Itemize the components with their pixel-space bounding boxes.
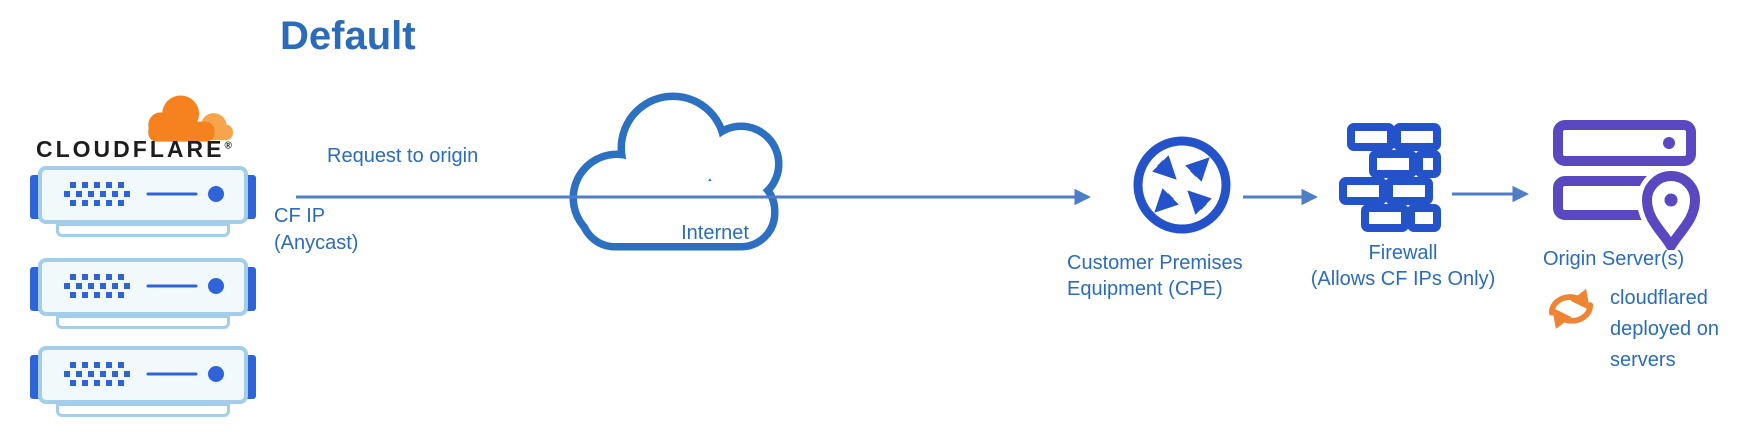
server-tray [56, 315, 230, 329]
server-tray [56, 403, 230, 417]
cloudflared-sync-icon [1541, 284, 1601, 330]
cpe-router-icon [1132, 135, 1232, 235]
firewall-label-line1: Firewall [1368, 242, 1438, 264]
cpe-label: Customer Premises Equipment (CPE) [1067, 250, 1243, 302]
firewall-label-line2: (Allows CF IPs Only) [1310, 268, 1496, 290]
location-pin-icon [1642, 171, 1700, 250]
server-front-panel [38, 166, 248, 224]
cf-ip-anycast-label: CF IP (Anycast) [274, 203, 358, 257]
server-panel-detail [64, 182, 224, 206]
server-panel-detail [64, 362, 224, 386]
cloudflare-wordmark-text: CLOUDFLARE [36, 136, 225, 162]
server-front-panel [38, 346, 248, 404]
server-panel-detail [64, 274, 224, 298]
server-icon [30, 346, 256, 418]
cloudflare-cloud-icon [148, 95, 233, 142]
cloudflared-note-line2: deployed on [1610, 318, 1719, 340]
cpe-label-line1: Customer Premises [1067, 252, 1243, 274]
server-tray [56, 223, 230, 237]
cloudflared-note: cloudflared deployed on servers [1610, 283, 1719, 376]
cloudflared-note-line3: servers [1610, 349, 1676, 371]
server-icon [30, 166, 256, 238]
request-to-origin-label: Request to origin [327, 145, 479, 167]
origin-server-label: Origin Server(s) [1543, 248, 1685, 270]
cloudflared-note-line1: cloudflared [1610, 287, 1708, 309]
server-icon [30, 258, 256, 330]
server-front-panel [38, 258, 248, 316]
cloudflare-logo-icon [136, 92, 236, 142]
cloudflare-wordmark: CLOUDFLARE® [36, 136, 232, 163]
anycast-line: (Anycast) [274, 232, 359, 254]
cf-ip-line: CF IP [274, 205, 326, 227]
page-title: Default [280, 14, 416, 58]
internet-label: Internet [681, 222, 749, 244]
cpe-label-line2: Equipment (CPE) [1067, 278, 1223, 300]
firewall-brick-wall-icon [1337, 122, 1441, 234]
firewall-label: Firewall (Allows CF IPs Only) [1285, 240, 1521, 292]
origin-server-icon [1551, 120, 1701, 250]
registered-mark: ® [224, 140, 232, 152]
